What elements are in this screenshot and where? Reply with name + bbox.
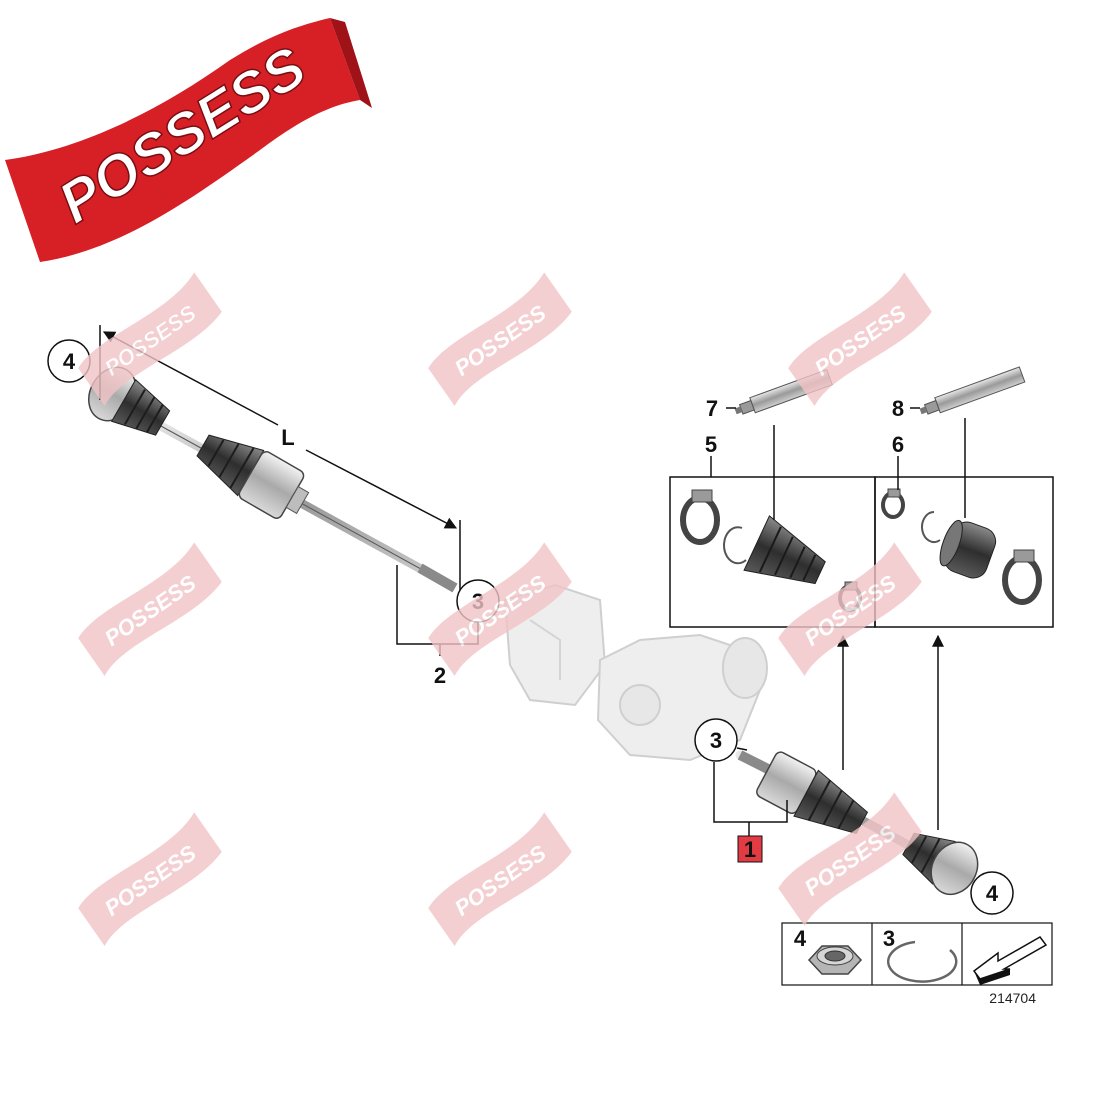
svg-text:4: 4 xyxy=(986,881,999,906)
dimension-label: L xyxy=(281,425,294,450)
callout-2: 2 xyxy=(434,663,446,688)
watermarks: POSSESS POSSESS POSSESS POSSESS POSSESS … xyxy=(78,272,932,946)
svg-text:7: 7 xyxy=(706,396,718,421)
callout-7: 7 xyxy=(706,396,718,421)
svg-text:4: 4 xyxy=(63,349,76,374)
callout-1: 1 xyxy=(737,835,763,863)
grease-tube-8 xyxy=(910,366,1026,518)
bracket-1 xyxy=(713,762,788,836)
kit-box-6 xyxy=(874,476,1054,628)
brand-logo: POSSESS xyxy=(5,18,372,262)
arrow-symbol-icon xyxy=(972,936,1048,985)
left-drive-shaft xyxy=(88,366,458,593)
svg-text:8: 8 xyxy=(892,396,904,421)
hose-clamp-large-6 xyxy=(1002,549,1042,605)
callout-4-left: 4 xyxy=(47,339,91,383)
legend-nut-number: 4 xyxy=(794,926,807,951)
svg-text:1: 1 xyxy=(744,837,756,862)
svg-text:5: 5 xyxy=(705,432,717,457)
svg-text:3: 3 xyxy=(710,728,722,753)
boot-inner xyxy=(939,519,997,579)
callout-6: 6 xyxy=(892,432,904,457)
callout-8: 8 xyxy=(892,396,904,421)
collar-nut-icon xyxy=(807,945,863,975)
right-drive-shaft xyxy=(735,750,979,896)
callout-4-right: 4 xyxy=(970,871,1014,915)
svg-text:6: 6 xyxy=(892,432,904,457)
svg-text:2: 2 xyxy=(434,663,446,688)
legend-strip: 4 3 xyxy=(781,922,1053,986)
hose-clamp-small-6 xyxy=(881,488,905,519)
snap-ring-icon xyxy=(887,940,958,983)
callout-5: 5 xyxy=(705,432,717,457)
circlip xyxy=(723,526,747,565)
legend-ring-number: 3 xyxy=(883,926,895,951)
callout-3-center: 3 xyxy=(694,718,748,762)
kit-arrows xyxy=(837,634,944,830)
catalog-number: 214704 xyxy=(989,990,1036,1006)
boot-outer xyxy=(743,515,826,585)
hose-clamp-large xyxy=(680,489,720,545)
circlip-6 xyxy=(921,511,941,543)
